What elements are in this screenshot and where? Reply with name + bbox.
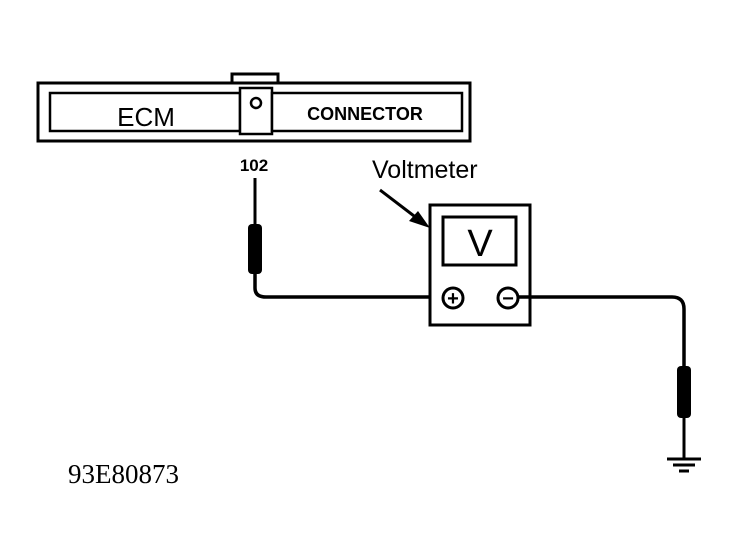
voltmeter-display-symbol: V (467, 223, 493, 265)
connector-pin-hole (249, 96, 263, 110)
connector-left-section (48, 91, 242, 133)
negative-probe-handle (677, 366, 691, 418)
positive-terminal-symbol: + (447, 288, 459, 310)
positive-terminal-icon (441, 286, 465, 310)
figure-id: 93E80873 (68, 459, 179, 489)
positive-probe-handle (248, 224, 262, 274)
ecm-connector: ECM CONNECTOR (36, 72, 472, 143)
terminal-label: 102 (240, 156, 268, 175)
negative-lead-wire (518, 295, 686, 368)
negative-terminal-symbol: − (502, 288, 514, 310)
voltmeter-callout-label: Voltmeter (372, 156, 478, 184)
connector-center-key (238, 86, 274, 136)
ecm-label: ECM (117, 102, 175, 132)
connector-label: CONNECTOR (307, 104, 423, 124)
connector-right-section (270, 91, 464, 133)
negative-test-lead (518, 295, 691, 458)
positive-lead-wire (253, 274, 432, 299)
connector-top-tab (230, 72, 280, 83)
ground-icon (667, 457, 701, 473)
callout-arrow (379, 188, 430, 228)
voltmeter-display (441, 215, 518, 267)
callout-arrow-head-icon (409, 211, 430, 228)
voltmeter: V + − (428, 203, 532, 327)
positive-test-lead (248, 178, 432, 299)
